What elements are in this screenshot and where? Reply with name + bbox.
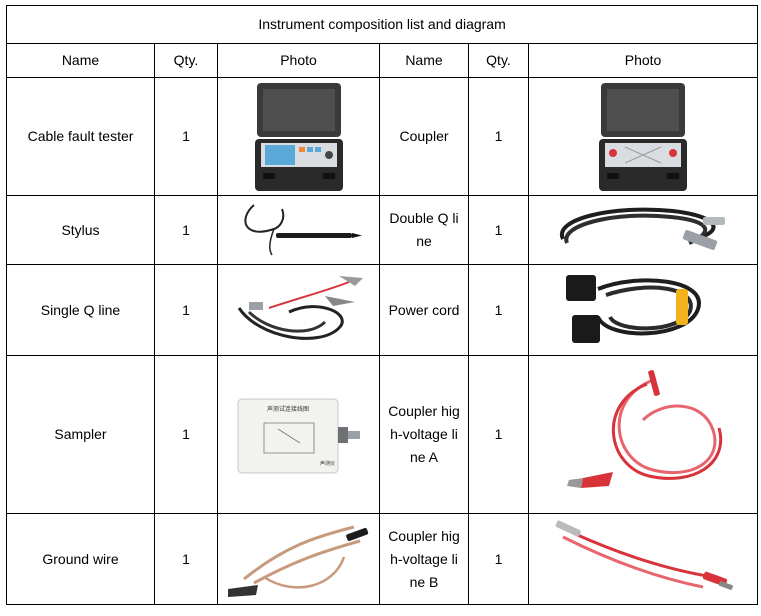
stylus-photo — [243, 204, 362, 256]
item-name: Power cord — [379, 264, 469, 356]
item-qty: 1 — [468, 513, 529, 605]
power-cord-photo — [566, 275, 701, 343]
item-photo: 声测试连接线图 声测仪 — [217, 355, 380, 514]
item-qty: 1 — [154, 77, 218, 196]
item-photo — [217, 264, 380, 356]
header-qty-left: Qty. — [154, 43, 218, 78]
item-name-text: Coupler high-voltage line A — [388, 403, 460, 465]
item-qty: 1 — [154, 355, 218, 514]
item-name: Double Q line — [379, 195, 469, 265]
sampler-label: 声测试连接线图 — [266, 405, 308, 413]
high-voltage-line-a-photo — [567, 369, 723, 488]
item-name: Coupler high-voltage line A — [379, 355, 469, 514]
item-qty: 1 — [468, 355, 529, 514]
item-name: Cable fault tester — [6, 77, 155, 196]
item-qty: 1 — [468, 77, 529, 196]
item-qty: 1 — [154, 195, 218, 265]
table-title: Instrument composition list and diagram — [5, 5, 759, 44]
item-name: Coupler — [379, 77, 469, 196]
item-photo — [527, 513, 759, 605]
header-name-right: Name — [379, 43, 469, 78]
item-qty: 1 — [468, 195, 529, 265]
item-name: Single Q line — [6, 264, 155, 356]
single-q-line-photo — [237, 276, 363, 340]
high-voltage-line-b-photo — [555, 520, 734, 590]
item-photo — [527, 355, 759, 514]
item-qty: 1 — [468, 264, 529, 356]
item-photo — [217, 513, 380, 605]
double-q-line-photo — [559, 207, 726, 250]
item-qty: 1 — [154, 513, 218, 605]
item-name-text: Double Q line — [389, 210, 459, 249]
item-name: Coupler high-voltage line B — [379, 513, 469, 605]
ground-wire-photo — [227, 525, 368, 597]
item-photo — [527, 77, 759, 196]
item-name: Sampler — [6, 355, 155, 514]
item-photo — [527, 195, 759, 265]
item-name: Ground wire — [6, 513, 155, 605]
header-photo-left: Photo — [217, 43, 380, 78]
item-photo — [527, 264, 759, 356]
item-photo — [217, 195, 380, 265]
header-name-left: Name — [6, 43, 155, 78]
sampler-box-photo: 声测试连接线图 声测仪 — [237, 398, 360, 473]
sampler-legend: 声测仪 — [320, 460, 335, 467]
item-qty: 1 — [154, 264, 218, 356]
header-qty-right: Qty. — [468, 43, 529, 78]
item-photo — [217, 77, 380, 196]
coupler-case-photo — [599, 82, 688, 191]
cable-fault-tester-case-photo — [254, 82, 343, 191]
item-name-text: Coupler high-voltage line B — [388, 527, 460, 590]
header-photo-right: Photo — [527, 43, 759, 78]
item-name-text: Power cord — [388, 301, 460, 318]
instrument-composition-table: Instrument composition list and diagram … — [5, 5, 759, 605]
item-name: Stylus — [6, 195, 155, 265]
